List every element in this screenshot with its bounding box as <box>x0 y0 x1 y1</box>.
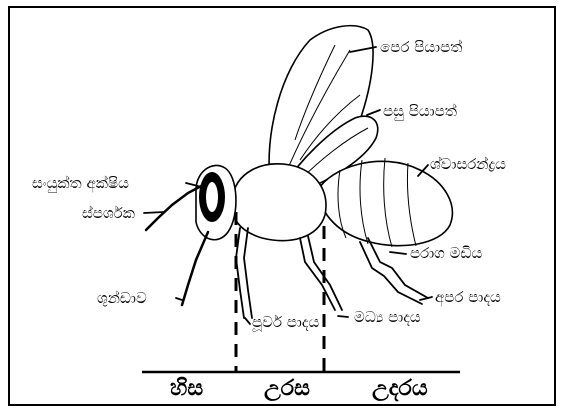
label-proboscis: ශුන්ඩාව <box>97 291 147 306</box>
label-middle-leg: මධ්‍ය පාදය <box>354 310 421 325</box>
label-compound-eye: සංයුක්ත අක්ෂිය <box>32 176 129 191</box>
antenna-shape <box>146 185 203 230</box>
label-forewing: පෙර පියාපත් <box>380 40 462 55</box>
label-hindwing: පසු පියාපත් <box>383 104 457 119</box>
label-antenna: ස්පර්ශක <box>82 206 135 221</box>
label-hind-leg: අපර පාදය <box>435 290 501 305</box>
middle-leg-shape <box>300 238 335 310</box>
section-abdomen: උදරය <box>372 378 428 400</box>
section-thorax: උරස <box>264 378 310 400</box>
proboscis-shape <box>182 232 208 305</box>
label-spiracle: ශ්වාසරන්ද්‍රය <box>430 157 506 172</box>
label-fore-leg: පූර්ව පාදය <box>252 315 319 330</box>
thorax-shape <box>232 164 326 241</box>
label-pollen-basket: පරාග මඩිය <box>410 246 482 261</box>
section-head: හිස <box>170 378 203 400</box>
